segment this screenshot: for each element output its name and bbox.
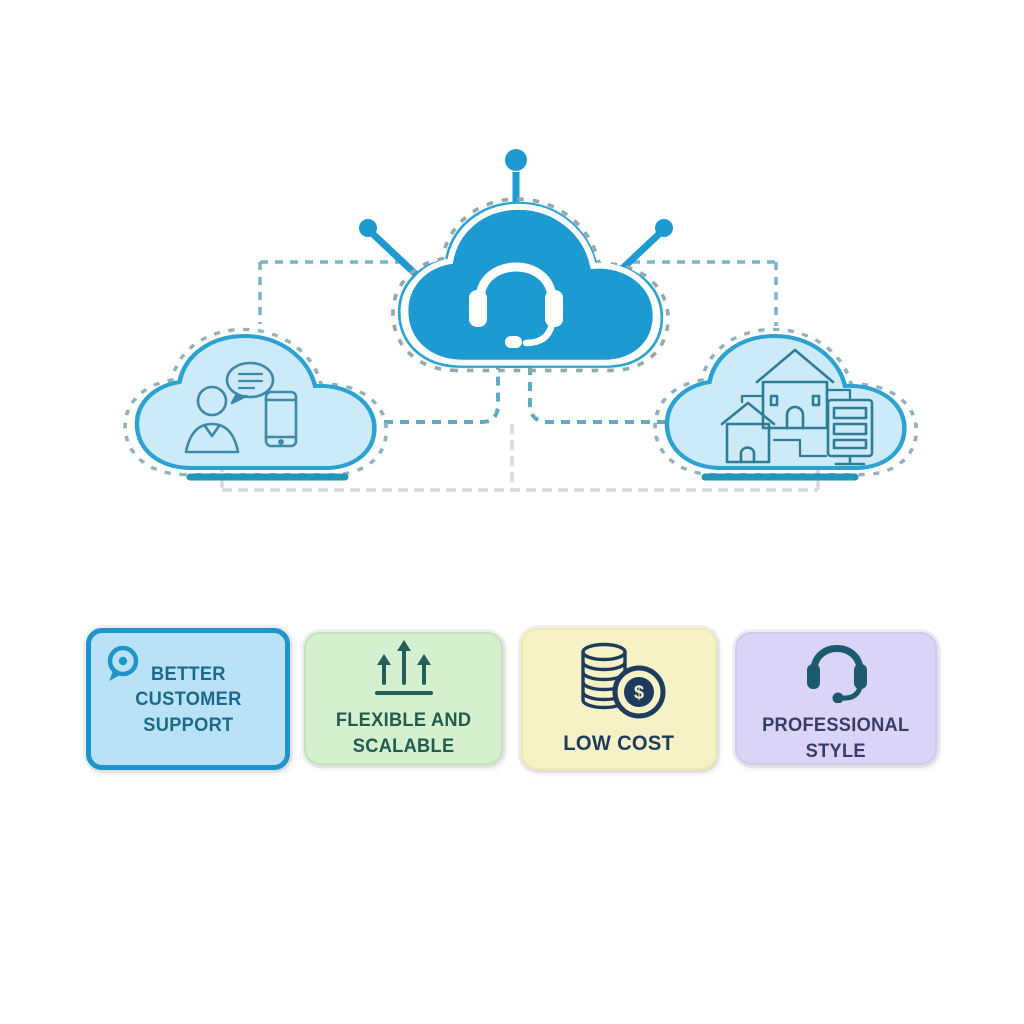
benefit-card-low-cost: $ LOW COST bbox=[521, 628, 717, 770]
chat-bubble-icon bbox=[107, 645, 139, 681]
connector-upper-dashed bbox=[258, 260, 778, 326]
card-label-line: SUPPORT bbox=[142, 714, 234, 736]
card-label-line: SCALABLE bbox=[352, 735, 455, 757]
card-label-line: CUSTOMER bbox=[134, 689, 242, 711]
connector-lower-dashed bbox=[384, 366, 666, 424]
card-label-line: FLEXIBLE AND bbox=[335, 710, 472, 732]
card-label: FLEXIBLE AND SCALABLE bbox=[336, 708, 472, 758]
card-label-line: LOW COST bbox=[563, 732, 675, 756]
card-label-line: STYLE bbox=[805, 740, 867, 762]
growth-arrows-icon bbox=[374, 640, 433, 696]
benefit-card-better-customer-support: BETTER CUSTOMER SUPPORT bbox=[86, 628, 290, 770]
benefit-card-flexible-scalable: FLEXIBLE AND SCALABLE bbox=[304, 632, 503, 765]
houses-server-icon bbox=[720, 348, 874, 466]
benefit-card-professional-style: PROFESSIONAL STYLE bbox=[735, 632, 937, 765]
card-label: BETTER CUSTOMER SUPPORT bbox=[135, 662, 241, 737]
person-chat-phone-icon bbox=[184, 361, 298, 454]
card-label-line: PROFESSIONAL bbox=[762, 715, 910, 737]
headset-icon bbox=[807, 645, 867, 704]
card-label: LOW COST bbox=[564, 730, 675, 758]
headset-icon bbox=[469, 262, 563, 348]
card-label-line: BETTER bbox=[150, 664, 226, 686]
call-center-cloud bbox=[391, 197, 670, 373]
svg-text:$: $ bbox=[634, 683, 644, 703]
customer-cloud bbox=[123, 327, 389, 481]
card-label: PROFESSIONAL STYLE bbox=[762, 713, 909, 763]
coins-dollar-icon: $ bbox=[581, 642, 666, 719]
branch-office-cloud bbox=[653, 327, 919, 481]
network-diagram bbox=[123, 149, 919, 492]
